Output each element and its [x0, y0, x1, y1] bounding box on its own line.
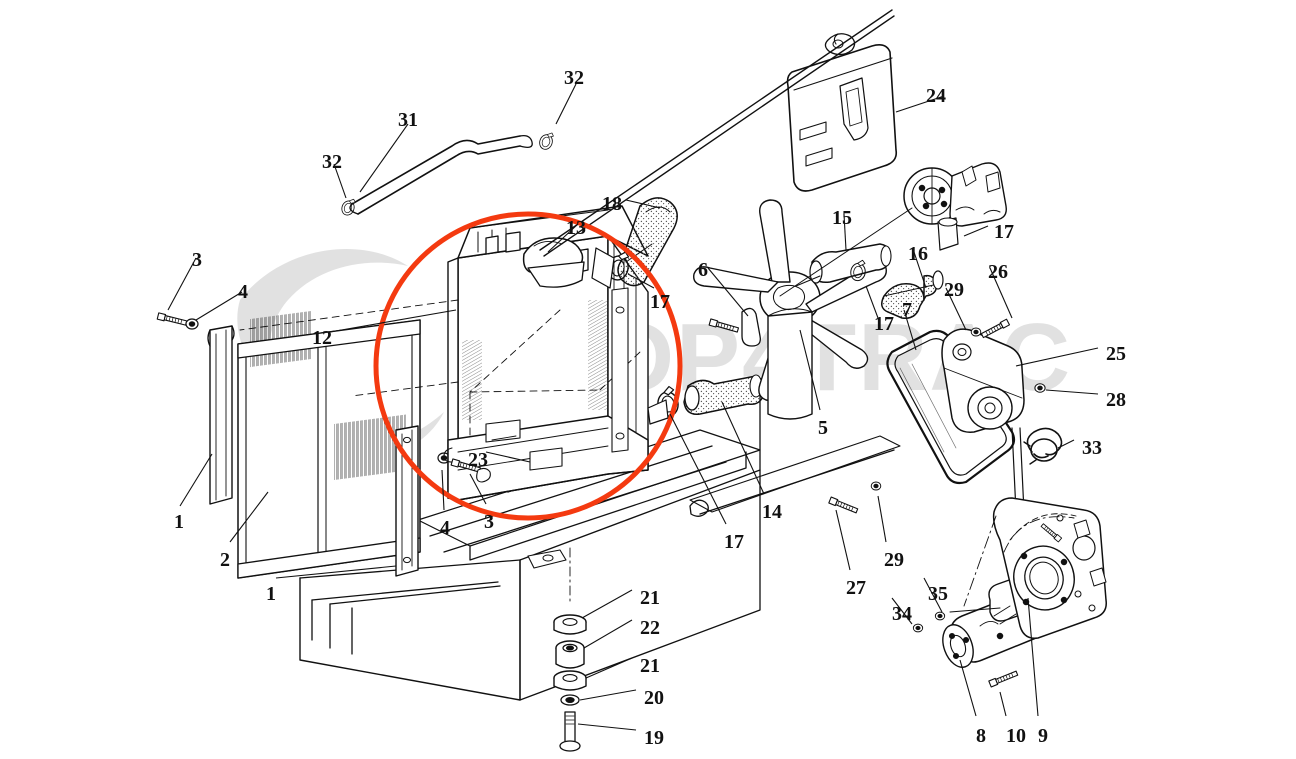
- callout-starter-bolt-10: 10: [1006, 725, 1026, 747]
- callout-grille-side-bracket-1: 1: [266, 583, 276, 605]
- callout-bypass-hose-15: 15: [832, 207, 852, 229]
- callout-nut-4: 4: [238, 281, 248, 303]
- bypass-hose: [795, 243, 892, 287]
- coolant-recovery-tank: [786, 33, 898, 192]
- callout-upper-radiator-hose-18: 18: [602, 193, 622, 215]
- callout-bolt-26: 26: [988, 261, 1008, 283]
- callout-overflow-hose-31: 31: [398, 109, 418, 131]
- callout-rubber-mount-bushing-22: 22: [640, 617, 660, 639]
- callout-flywheel-housing-9: 9: [1038, 725, 1048, 747]
- callout-lock-nut-20: 20: [644, 687, 664, 709]
- callout-washer-21: 21: [640, 587, 660, 609]
- callout-fan-belt-7: 7: [902, 299, 912, 321]
- callout-water-inlet-elbow-hose-16: 16: [908, 243, 928, 265]
- water-inlet-elbow-hose: [881, 270, 944, 319]
- callout-washer-29: 29: [884, 549, 904, 571]
- callout-lock-washer-34: 34: [892, 603, 912, 625]
- callout-grille-side-bracket-1: 1: [174, 511, 184, 533]
- callout-fan-retainer-clip-6: 6: [698, 259, 708, 281]
- fan-belt: [886, 329, 1016, 485]
- tractor-frame: [299, 391, 901, 701]
- callout-bolt-3: 3: [192, 249, 202, 271]
- snap-ring-33: [1023, 427, 1063, 465]
- grille-side-bracket-left: [207, 325, 235, 505]
- radiator-outlet-neck: [591, 247, 615, 289]
- front-grille-screen: [237, 310, 421, 579]
- drain-cock: [450, 458, 491, 483]
- callout-nut-4: 4: [440, 517, 450, 539]
- overflow-hose: [349, 134, 533, 215]
- callout-bolt-3: 3: [484, 511, 494, 533]
- callout-radiator-cap-13: 13: [566, 217, 586, 239]
- callout-lower-radiator-hose-14: 14: [762, 501, 782, 523]
- callout-washer-29: 29: [944, 279, 964, 301]
- callout-cooling-fan-5: 5: [818, 417, 828, 439]
- callout-mount-bolt-19: 19: [644, 727, 664, 749]
- callout-snap-ring-33: 33: [1082, 437, 1102, 459]
- callout-coolant-recovery-tank-24: 24: [926, 85, 946, 107]
- radiator-cap: [522, 237, 585, 288]
- callout-pulley-tensioner-bracket-25: 25: [1106, 343, 1126, 365]
- callout-front-grille-screen-2: 2: [220, 549, 230, 571]
- callout-hose-clamp-17: 17: [724, 531, 744, 553]
- callout-hose-clamp-17: 17: [874, 313, 894, 335]
- callout-starter-motor-8: 8: [976, 725, 986, 747]
- cooling-fan: [693, 199, 887, 420]
- coolant-level-rod: [539, 9, 893, 251]
- radiator-lower-neck: [647, 399, 669, 425]
- callout-hose-clamp-32: 32: [564, 67, 584, 89]
- pulley-tensioner-bracket: [941, 328, 1025, 433]
- fan-retainer-clip: [708, 307, 761, 347]
- callout-bolt-27: 27: [846, 577, 866, 599]
- callout-washer-21: 21: [640, 655, 660, 677]
- flywheel-housing: [963, 497, 1107, 639]
- callout-hose-clamp-17: 17: [994, 221, 1014, 243]
- highlight-ellipse: [373, 211, 683, 521]
- callout-radiator-assembly-12: 12: [312, 327, 332, 349]
- callout-drain-cock-23: 23: [468, 449, 488, 471]
- water-pump: [779, 162, 1007, 297]
- radiator-mount-stack: [553, 547, 587, 752]
- callout-hose-clamp-17: 17: [650, 291, 670, 313]
- callout-hose-clamp-32: 32: [322, 151, 342, 173]
- callout-nut-35: 35: [928, 583, 948, 605]
- callout-nut-28: 28: [1106, 389, 1126, 411]
